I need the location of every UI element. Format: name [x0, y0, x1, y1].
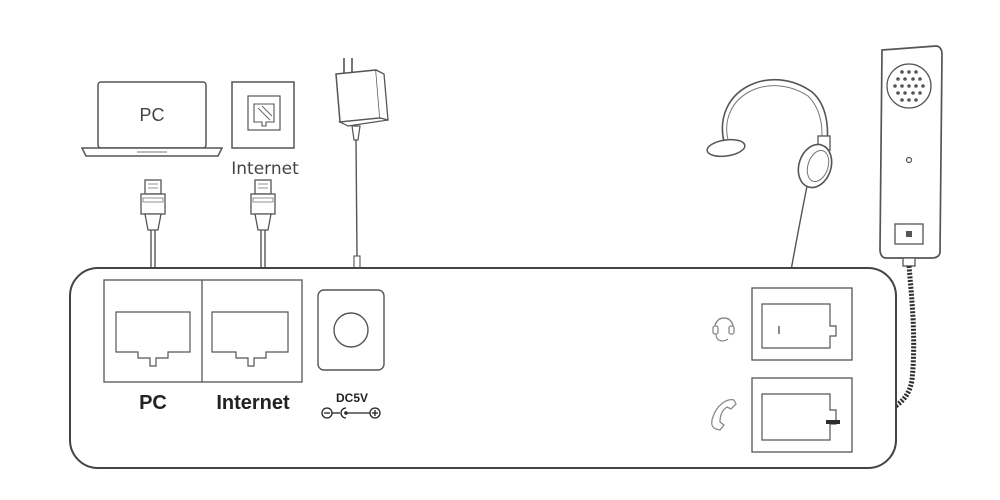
power-port-label: DC5V — [336, 391, 368, 405]
pc-port — [115, 311, 191, 367]
power-port — [317, 289, 385, 371]
handset-speaker-holes — [893, 70, 925, 102]
internet-port — [211, 311, 289, 367]
wall-jack-icon — [231, 81, 295, 149]
power-adapter-icon — [335, 58, 389, 269]
headset-symbol-icon — [712, 317, 735, 342]
pc-ethernet-cable — [140, 179, 166, 268]
handset-port — [751, 377, 853, 453]
laptop-icon — [80, 81, 224, 157]
pc-port-label: PC — [139, 392, 167, 414]
handset-symbol-icon — [711, 398, 737, 431]
internet-ethernet-cable — [250, 179, 276, 268]
wall-jack-label: Internet — [231, 159, 299, 179]
internet-port-label: Internet — [216, 392, 290, 414]
handset-icon — [879, 45, 943, 267]
handset-coiled-cord — [835, 265, 917, 425]
laptop-label: PC — [139, 105, 164, 125]
headset-icon — [706, 78, 833, 335]
dc-polarity-icon — [321, 407, 381, 419]
headset-port — [751, 287, 853, 361]
